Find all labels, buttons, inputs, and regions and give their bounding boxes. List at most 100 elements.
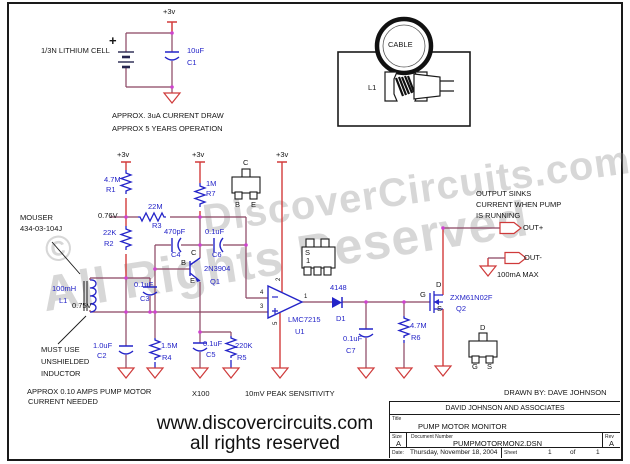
ground-icon-c1 bbox=[162, 92, 182, 104]
cable-label: CABLE bbox=[388, 40, 413, 49]
pkg1-pin-c: C bbox=[243, 158, 249, 167]
note-max-current: 100mA MAX bbox=[497, 270, 539, 279]
r7-ref: R7 bbox=[206, 189, 216, 198]
r7-rail-3v: +3v bbox=[192, 150, 205, 159]
node-voltage-076: 0.76V bbox=[98, 211, 118, 220]
note-inductor-1: MUST USE bbox=[41, 345, 80, 354]
cable-loop-icon bbox=[374, 16, 434, 76]
titleblock-size-label: Size bbox=[392, 434, 402, 440]
battery-rail-3v: +3v bbox=[163, 7, 176, 16]
resistor-r1 bbox=[119, 170, 133, 194]
titleblock-sheet-total: 1 bbox=[596, 449, 600, 456]
c2-ref: C2 bbox=[97, 351, 107, 360]
u1-pin4: 4 bbox=[260, 290, 264, 296]
junction-dots bbox=[124, 31, 445, 334]
resistor-r7 bbox=[193, 183, 207, 207]
titleblock-doc-number: PUMPMOTORMON2.DSN bbox=[453, 439, 543, 448]
q1-pin-e: E bbox=[190, 276, 196, 285]
u1-pin2: 2 bbox=[276, 277, 282, 281]
q1-pin-b: B bbox=[181, 258, 187, 267]
package-drawings bbox=[231, 168, 498, 364]
note-inductor-3: INDUCTOR bbox=[41, 369, 81, 378]
inductor-l1 bbox=[83, 278, 97, 313]
capacitors bbox=[118, 237, 374, 355]
mouser-line2: 434-03-104J bbox=[20, 224, 63, 233]
pkg2-mark-1: 1 bbox=[306, 256, 311, 265]
titleblock-title: PUMP MOTOR MONITOR bbox=[418, 422, 507, 431]
note-sensitivity: 10mV PEAK SENSITIVITY bbox=[245, 389, 335, 398]
r7-value: 1M bbox=[206, 179, 217, 188]
pkg2-mark-s: S bbox=[305, 248, 311, 257]
pkg1-pin-b: B bbox=[235, 200, 241, 209]
r2-ref: R2 bbox=[104, 239, 114, 248]
capacitor-c3 bbox=[142, 286, 158, 296]
resistor-r6 bbox=[397, 316, 411, 343]
d1-part: 4148 bbox=[330, 283, 347, 292]
q2-pin-g: G bbox=[420, 290, 426, 299]
out-minus-port-icon bbox=[504, 251, 527, 265]
drawn-by-note: DRAWN BY: DAVE JOHNSON bbox=[504, 388, 607, 397]
titleblock-date: Thursday, November 18, 2004 bbox=[410, 449, 498, 456]
r5-value: 220K bbox=[235, 341, 253, 350]
q2-ref: Q2 bbox=[456, 304, 467, 313]
titleblock-doc-label: Document Number bbox=[411, 434, 453, 440]
ground-icons bbox=[116, 265, 498, 379]
cable-assembly bbox=[337, 16, 471, 127]
battery-wires bbox=[125, 32, 173, 93]
c5-ref: C5 bbox=[206, 350, 216, 359]
titleblock-sheet-number: 1 bbox=[548, 449, 552, 456]
titleblock-of-label: of bbox=[570, 449, 576, 456]
node-voltage-075: 0.75V bbox=[72, 301, 92, 310]
r4-ref: R4 bbox=[162, 353, 172, 362]
winding-hatch bbox=[394, 75, 416, 97]
u1-ref: U1 bbox=[295, 327, 305, 336]
note-amps-1: APPROX 0.10 AMPS PUMP MOTOR bbox=[27, 387, 152, 396]
note-amps-2: CURRENT NEEDED bbox=[28, 397, 98, 406]
c7-value: 0.1uF bbox=[343, 334, 363, 343]
pkg1-pin-e: E bbox=[251, 200, 257, 209]
mosfet-q2 bbox=[429, 291, 443, 313]
c4-ref: C4 bbox=[171, 250, 181, 259]
titleblock-date-cell: Date: Thursday, November 18, 2004 bbox=[390, 448, 502, 458]
q2-pin-d: D bbox=[436, 280, 442, 289]
note-x100: X100 bbox=[192, 389, 210, 398]
battery-label: 1/3N LITHIUM CELL bbox=[41, 46, 110, 55]
titleblock-doc-cell: Document Number PUMPMOTORMON2.DSN bbox=[407, 433, 603, 448]
resistors bbox=[119, 170, 411, 368]
q1-pin-c: C bbox=[191, 248, 197, 257]
cable-l1-ref: L1 bbox=[368, 83, 377, 92]
resistor-r5 bbox=[224, 336, 238, 368]
out-plus-port-icon bbox=[499, 221, 522, 235]
title-block: DAVID JOHNSON AND ASSOCIATES Title PUMP … bbox=[389, 401, 620, 458]
power-rails bbox=[121, 161, 489, 368]
pkg3-pin-d: D bbox=[480, 323, 486, 332]
c1-ref: C1 bbox=[187, 58, 197, 67]
titleblock-sheet-cell: Sheet 1 of 1 bbox=[502, 448, 620, 458]
u1-pin1: 1 bbox=[304, 294, 308, 300]
q2-part: ZXM61N02F bbox=[450, 293, 493, 302]
pkg3-pin-g: G bbox=[472, 362, 478, 371]
battery-icon bbox=[118, 51, 134, 69]
u1-part: LMC7215 bbox=[288, 315, 321, 324]
opamp-u1 bbox=[267, 284, 304, 320]
titleblock-title-label: Title bbox=[392, 416, 402, 422]
u1-pin5: 5 bbox=[273, 321, 279, 325]
c6-ref: C6 bbox=[212, 250, 222, 259]
titleblock-rev-label: Rev bbox=[605, 434, 614, 440]
opamp-rail-3v: +3v bbox=[276, 150, 289, 159]
r6-value: 4.7M bbox=[410, 321, 427, 330]
sot23-5-package-u1 bbox=[301, 238, 336, 276]
titleblock-size: A bbox=[396, 439, 402, 448]
note-inductor-2: UNSHIELDED bbox=[41, 357, 90, 366]
titleblock-size-cell: Size A bbox=[390, 433, 407, 448]
c7-ref: C7 bbox=[346, 346, 356, 355]
diode-d1 bbox=[332, 297, 343, 308]
titleblock-sheet-label: Sheet bbox=[504, 450, 518, 456]
mouser-line1: MOUSER bbox=[20, 213, 53, 222]
titleblock-date-row: Date: Thursday, November 18, 2004 Sheet … bbox=[390, 448, 620, 458]
port-symbols bbox=[499, 221, 527, 265]
titleblock-company: DAVID JOHNSON AND ASSOCIATES bbox=[390, 402, 620, 415]
battery-plus: + bbox=[109, 33, 117, 48]
c3-value: 0.1uF bbox=[134, 280, 154, 289]
c4-value: 470pF bbox=[164, 227, 186, 236]
